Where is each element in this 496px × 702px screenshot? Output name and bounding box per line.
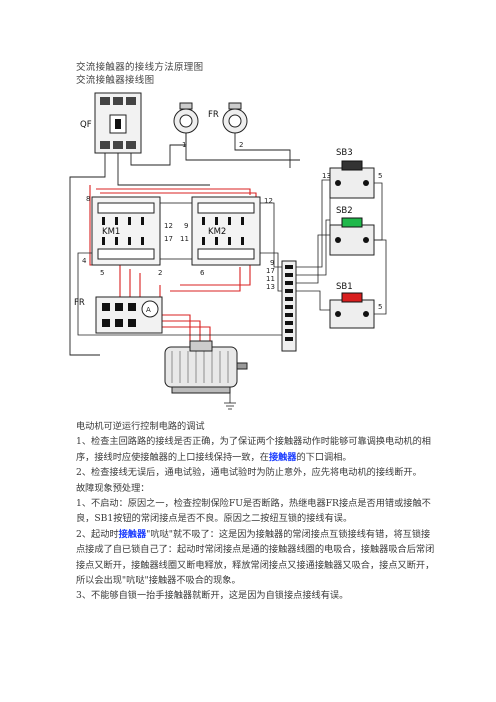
fr-top-fuses bbox=[173, 102, 248, 134]
fr-terminal-2: 2 bbox=[239, 141, 243, 149]
sb1-label: SB1 bbox=[336, 282, 353, 292]
sb1-button bbox=[329, 292, 375, 329]
ammeter-label: A bbox=[146, 306, 151, 314]
fr-top-label: FR bbox=[208, 110, 219, 120]
document-body: 电动机可逆运行控制电路的调试 1、检查主回路路的接线是否正确，为了保证两个接触器… bbox=[76, 419, 436, 604]
terminal-13-c: 13 bbox=[322, 172, 331, 180]
wiring-diagram: QF FR 1 2 KM1 bbox=[69, 92, 387, 410]
paragraph-5-text: "吭哒"就不吸了：这是因为接触器的常闭接点互锁接线有错，将互锁接点接成了自已锁自… bbox=[76, 528, 435, 587]
km2-label: KM2 bbox=[208, 227, 226, 237]
terminal-11-a: 11 bbox=[180, 235, 189, 243]
terminal-4: 4 bbox=[82, 257, 87, 265]
fr-thermal-relay bbox=[95, 296, 163, 334]
sb2-label: SB2 bbox=[336, 206, 353, 216]
terminal-5-c: 5 bbox=[378, 303, 382, 311]
qf-breaker bbox=[94, 92, 142, 154]
terminal-17-a: 17 bbox=[164, 235, 173, 243]
paragraph-4: 1、不启动：原因之一，检查控制保险FU是否断路，热继电器FR接点是否用错或接触不… bbox=[76, 498, 431, 525]
terminal-5: 5 bbox=[100, 269, 104, 277]
sb3-label: SB3 bbox=[336, 148, 353, 158]
terminal-2: 2 bbox=[158, 269, 162, 277]
terminal-17-b: 17 bbox=[266, 267, 275, 275]
paragraph-5: 2、起动时接触器"吭哒"就不吸了：这是因为接触器的常闭接点互锁接线有错，将互锁接… bbox=[76, 527, 436, 589]
terminal-strip bbox=[281, 260, 297, 352]
paragraph-6: 3、不能够自锁一抬手接触器就断开，这是因为自锁接点接线有误。 bbox=[76, 590, 349, 602]
page-title: 交流接触器的接线方法原理图 bbox=[76, 62, 204, 73]
km1-label: KM1 bbox=[102, 227, 120, 237]
paragraph-1-text: 1、检查主回路路的接线是否正确，为了保证两个接触器动作时能够可靠调换电动机的相序… bbox=[76, 436, 431, 463]
terminal-9-a: 9 bbox=[184, 222, 188, 230]
terminal-11-b: 11 bbox=[266, 275, 275, 283]
terminal-12-b: 12 bbox=[264, 197, 273, 205]
paragraph-1-tail: 的下口调相。 bbox=[296, 451, 352, 463]
qf-label: QF bbox=[80, 120, 92, 130]
keyword-contactor-1: 接触器 bbox=[268, 451, 297, 463]
terminal-5-b: 5 bbox=[378, 172, 382, 180]
terminal-12-a: 12 bbox=[164, 222, 173, 230]
section-heading: 电动机可逆运行控制电路的调试 bbox=[76, 421, 205, 432]
sb3-button bbox=[329, 160, 375, 199]
fr-left-label: FR bbox=[74, 298, 85, 308]
keyword-contactor-2: 接触器 bbox=[118, 528, 147, 540]
sb2-button bbox=[329, 217, 375, 256]
diagram-title: 交流接触器接线图 bbox=[76, 75, 155, 86]
paragraph-2: 2、检查接线无误后，通电试验，通电试验时为防止意外，应先将电动机的接线断开。 bbox=[76, 467, 422, 479]
terminal-13-b: 13 bbox=[266, 283, 275, 291]
paragraph-1: 1、检查主回路路的接线是否正确，为了保证两个接触器动作时能够可靠调换电动机的相序… bbox=[76, 434, 436, 465]
paragraph-5-lead: 2、起动时 bbox=[76, 528, 119, 540]
motor bbox=[164, 340, 248, 394]
paragraph-3: 故障现象预处理： bbox=[76, 482, 150, 494]
terminal-9-b: 9 bbox=[270, 259, 274, 267]
km1-contactor bbox=[91, 196, 161, 266]
terminal-8-a: 8 bbox=[86, 195, 90, 203]
terminal-6: 6 bbox=[200, 269, 205, 277]
km2-contactor bbox=[191, 196, 261, 266]
